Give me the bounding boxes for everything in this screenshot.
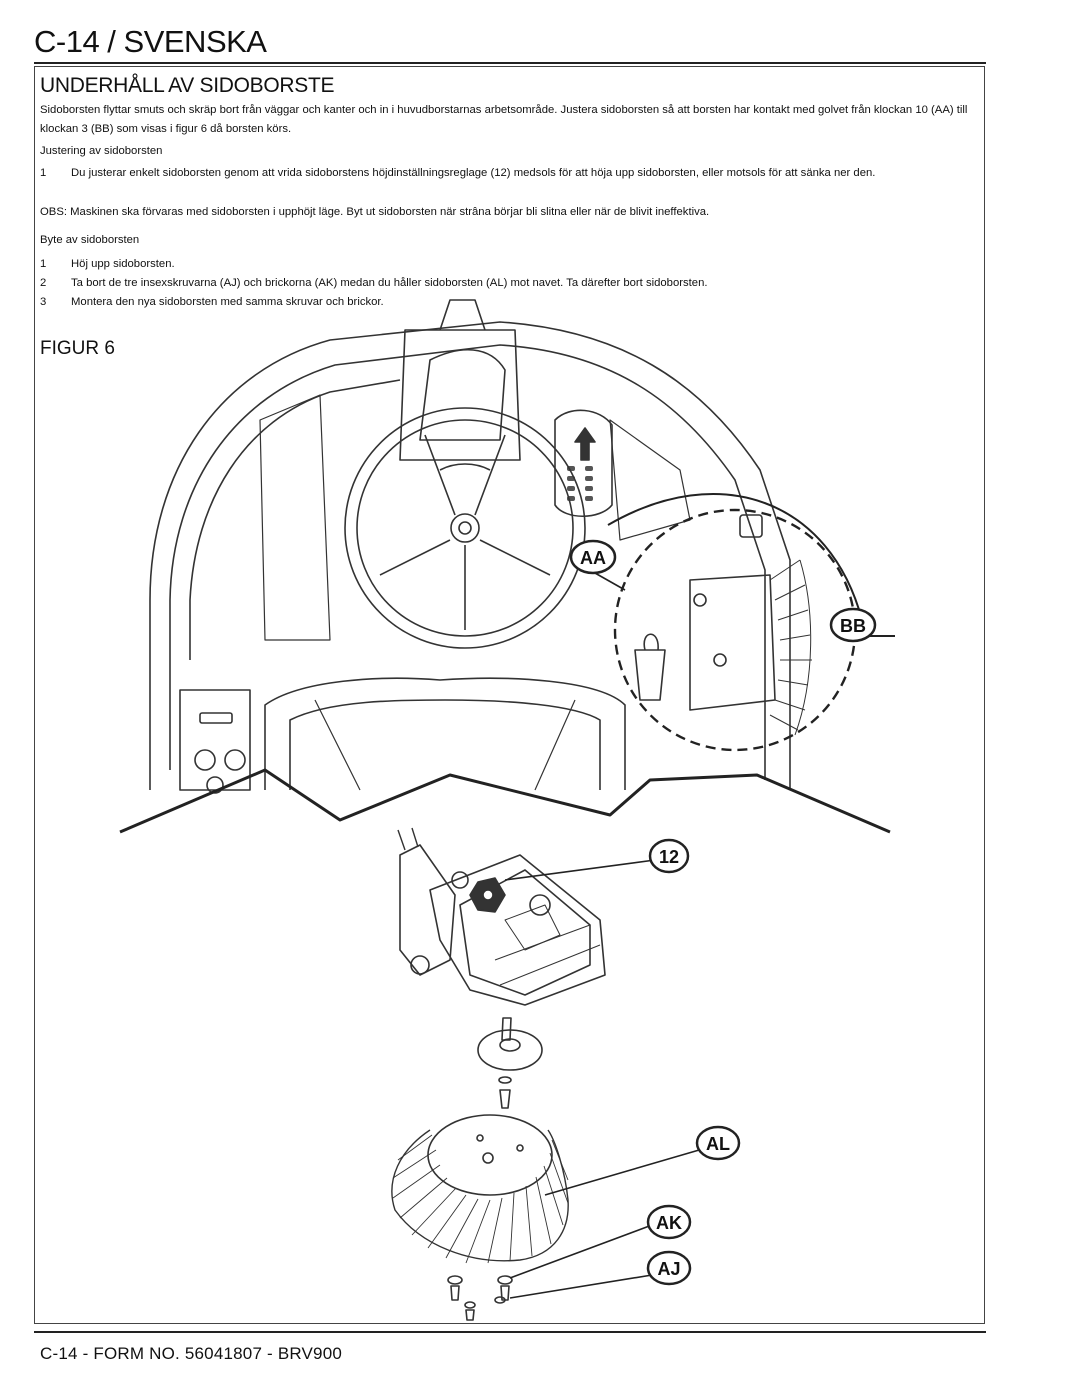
callout-12: 12 <box>648 838 690 874</box>
footer-rule <box>34 1331 986 1333</box>
obs-note: OBS: Maskinen ska förvaras med sidoborst… <box>40 206 710 218</box>
replace-step: 2 Ta bort de tre insexskruvarna (AJ) och… <box>40 274 980 293</box>
callout-aj: AJ <box>646 1250 692 1286</box>
callout-aa: AA <box>569 539 617 575</box>
callout-aj-label: AJ <box>657 1259 680 1279</box>
step-text: Montera den nya sidoborsten med samma sk… <box>71 296 384 308</box>
step-number: 1 <box>40 167 47 179</box>
brush-head-exploded <box>391 827 606 1321</box>
callout-bb-label: BB <box>840 616 866 636</box>
side-brush-top <box>769 559 812 736</box>
callout-bb: BB <box>829 607 877 643</box>
page-title: C-14 / SVENSKA <box>34 24 267 59</box>
step-number: 1 <box>40 258 47 270</box>
callout-aa-label: AA <box>580 548 606 568</box>
step-number: 2 <box>40 277 47 289</box>
callout-12-label: 12 <box>659 847 679 867</box>
title-rule <box>34 62 986 64</box>
step-text: Höj upp sidoborsten. <box>71 258 175 270</box>
section-title: UNDERHÅLL AV SIDOBORSTE <box>40 74 335 97</box>
callout-al: AL <box>695 1125 741 1161</box>
intro-paragraph: Sidoborsten flyttar smuts och skräp bort… <box>40 104 968 135</box>
callout-al-label: AL <box>706 1134 730 1154</box>
content-frame <box>34 66 985 1324</box>
adjust-heading: Justering av sidoborsten <box>40 145 163 157</box>
callout-ak-label: AK <box>656 1213 682 1233</box>
step-text: Ta bort de tre insexskruvarna (AJ) och b… <box>71 277 708 289</box>
adjust-step: 1 Du justerar enkelt sidoborsten genom a… <box>40 164 980 183</box>
replace-step: 1 Höj upp sidoborsten. <box>40 255 980 274</box>
callout-ak: AK <box>646 1204 692 1240</box>
zoom-circle <box>613 508 857 752</box>
step-number: 3 <box>40 296 47 308</box>
replace-step: 3 Montera den nya sidoborsten med samma … <box>40 293 980 312</box>
figure-label: FIGUR 6 <box>40 338 115 359</box>
replace-heading: Byte av sidoborsten <box>40 234 140 246</box>
footer-text: C-14 - FORM NO. 56041807 - BRV900 <box>40 1344 343 1363</box>
machine-top-view <box>149 299 791 794</box>
step-text: Du justerar enkelt sidoborsten genom att… <box>71 167 876 179</box>
